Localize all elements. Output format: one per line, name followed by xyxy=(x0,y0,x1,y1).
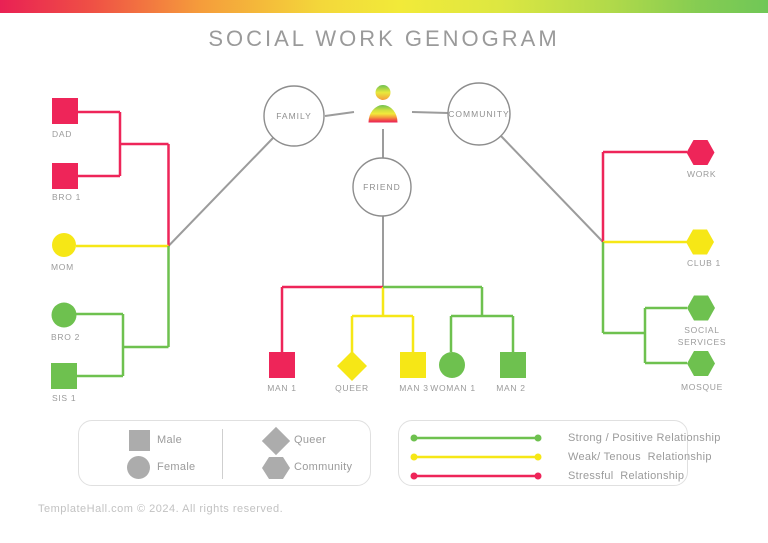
person-head xyxy=(375,85,391,100)
person-icon xyxy=(368,85,398,123)
woman1-man2-lines xyxy=(383,285,515,352)
legend-relationships-box: Strong / Positive Relationship Weak/ Ten… xyxy=(398,420,720,486)
man1-label: MAN 1 xyxy=(267,383,296,393)
rainbow-gradient-bar xyxy=(0,0,768,13)
mosque-label: MOSQUE xyxy=(681,382,723,392)
friend-hub-circle xyxy=(352,157,412,217)
work-label: WORK xyxy=(687,169,716,179)
queer-label: QUEER xyxy=(335,383,369,393)
club1-label: CLUB 1 xyxy=(687,258,721,268)
community-branch-connector xyxy=(500,135,604,243)
community-hub-circle xyxy=(447,82,511,146)
page-title: SOCIAL WORK GENOGRAM xyxy=(208,26,560,51)
strong-line-dot-left xyxy=(410,434,418,442)
friend-hub-label: FRIEND xyxy=(363,182,401,192)
family-branch-connector xyxy=(167,137,274,247)
strong-line-dot-right xyxy=(534,434,542,442)
man3-label: MAN 3 xyxy=(399,383,428,393)
man2-label: MAN 2 xyxy=(496,383,525,393)
man1-lines xyxy=(280,285,383,352)
mom-node xyxy=(52,233,76,257)
weak-relationship-label: Weak/ Tenous Relationship xyxy=(568,451,712,463)
weak-relationship-lines xyxy=(76,240,687,353)
queer-diamond-icon xyxy=(261,426,291,456)
legend-queer-label: Queer xyxy=(294,434,327,446)
queer-node xyxy=(337,351,367,381)
club1-node xyxy=(686,229,714,255)
community-hexagon-icon xyxy=(262,457,290,479)
bro1-label: BRO 1 xyxy=(52,192,81,202)
legend-shapes-box: Male Female Queer Community xyxy=(78,420,371,486)
work-lines xyxy=(601,150,687,242)
community-hexagon-shape xyxy=(262,457,290,479)
mom-label: MOM xyxy=(51,262,74,272)
social-services-label-line2: SERVICES xyxy=(678,337,726,347)
stressful-relationship-label: Stressful Relationship xyxy=(568,470,685,482)
legend-community-label: Community xyxy=(294,461,353,473)
footer-copyright: TemplateHall.com © 2024. All rights rese… xyxy=(38,503,284,515)
strong-relationship-lines xyxy=(76,242,687,378)
legend-divider xyxy=(222,429,223,479)
man1-node xyxy=(269,352,295,378)
weak-line-icon xyxy=(410,453,542,461)
woman1-label: WOMAN 1 xyxy=(430,383,476,393)
woman1-node xyxy=(439,352,465,378)
stressful-relationship-lines xyxy=(77,110,687,352)
bro1-node xyxy=(52,163,78,189)
bro2-sis1-lines xyxy=(76,246,170,378)
stressful-line-dot-right xyxy=(534,472,542,480)
weak-line-dot-left xyxy=(410,453,418,461)
legend-female-label: Female xyxy=(157,461,196,473)
hub-connector-lines xyxy=(167,111,604,287)
female-circle-icon xyxy=(127,456,150,479)
queer-man3-lines xyxy=(350,287,415,353)
male-square-icon xyxy=(129,430,150,451)
strong-line-icon xyxy=(410,434,542,442)
stressful-line-icon xyxy=(410,472,542,480)
socialservices-mosque-lines xyxy=(601,242,687,365)
community-hub-label: COMMUNITY xyxy=(448,109,509,119)
work-node xyxy=(686,140,715,165)
sis1-label: SIS 1 xyxy=(52,393,76,403)
social-services-node xyxy=(687,295,715,321)
man3-node xyxy=(400,352,426,378)
dad-node xyxy=(52,98,78,124)
weak-line-dot-right xyxy=(534,453,542,461)
person-body xyxy=(368,105,398,123)
social-services-label-line1: SOCIAL xyxy=(684,325,719,335)
legend-male-label: Male xyxy=(157,434,183,446)
man2-node xyxy=(500,352,526,378)
family-person-connector xyxy=(324,111,355,117)
stressful-line-dot-left xyxy=(410,472,418,480)
hub-circles xyxy=(263,82,511,217)
dad-label: DAD xyxy=(52,129,72,139)
family-hub-circle xyxy=(263,85,325,147)
bro2-node xyxy=(51,302,77,328)
dad-bro1-lines xyxy=(77,110,170,247)
family-hub-label: FAMILY xyxy=(276,111,312,121)
sis1-node xyxy=(51,363,77,389)
person-community-connector xyxy=(411,111,449,114)
strong-relationship-label: Strong / Positive Relationship xyxy=(568,432,721,444)
mosque-node xyxy=(687,351,715,376)
bro2-label: BRO 2 xyxy=(51,332,80,342)
